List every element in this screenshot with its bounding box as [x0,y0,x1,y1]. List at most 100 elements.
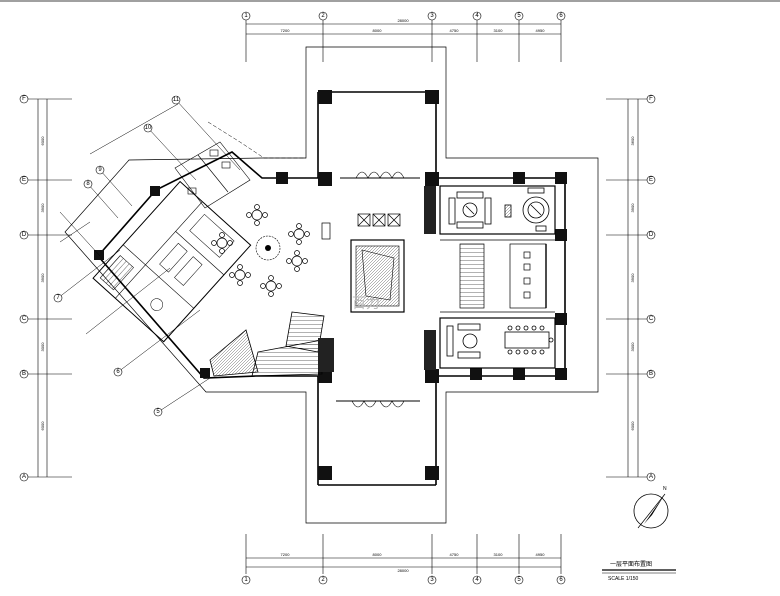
svg-text:5: 5 [517,577,521,583]
top-dimension-chain: 28000 7200 8000 4750 3100 4950 [245,18,562,62]
svg-text:5: 5 [156,409,160,415]
bottom-dim-3: 4750 [450,552,460,557]
axis-bubble-bottom-6: 6 [556,575,566,585]
svg-text:2: 2 [321,577,325,583]
bottom-dimension-chain: 7200 8000 4750 3100 4950 28000 [245,534,562,574]
svg-text:B: B [22,371,26,377]
axis-bubble-top-1: 1 [241,11,251,21]
svg-text:3600: 3600 [630,136,635,146]
svg-text:4: 4 [475,13,479,19]
axis-bubble-diag-7: 7 [53,293,63,303]
axis-bubble-top-4: 4 [472,11,482,21]
dashed-canopy-line [207,121,306,159]
middle-right-hall [440,239,555,313]
axis-bubble-right-E: E [646,175,656,185]
top-dim-2: 8000 [373,28,383,33]
axis-bubble-right-F: F [646,94,656,104]
axis-bubble-bottom-1: 1 [241,575,251,585]
site-outline [64,46,599,524]
right-dimension-chain: 3600 3900 3900 3000 6000 [606,98,650,478]
bottom-total-dimension: 28000 [397,568,409,573]
axis-bubble-top-5: 5 [514,11,524,21]
vip-reception-room [439,185,556,235]
axis-bubble-diag-11: 11 [171,95,181,105]
lounge-seating [211,204,310,297]
top-dim-4: 3100 [494,28,504,33]
top-dim-1: 7200 [281,28,291,33]
axis-bubble-bottom-2: 2 [318,575,328,585]
axis-bubble-bottom-3: 3 [427,575,437,585]
right-axis-bubbles: F E D C B A [646,94,656,482]
axis-bubble-right-A: A [646,472,656,482]
svg-text:3000: 3000 [40,342,45,352]
svg-text:D: D [22,232,27,238]
svg-text:3900: 3900 [630,273,635,283]
axis-bubble-top-6: 6 [556,11,566,21]
svg-text:C: C [22,316,27,322]
svg-text:4: 4 [475,577,479,583]
axis-bubble-right-C: C [646,314,656,324]
svg-text:C: C [649,316,654,322]
top-axis-bubbles: 1 2 3 4 5 6 [241,11,566,21]
diagonal-axis-bubbles: 11 10 9 8 7 6 5 [53,95,181,417]
svg-text:E: E [22,177,26,183]
axis-bubble-left-B: B [19,369,29,379]
top-dim-5: 4950 [536,28,546,33]
svg-text:6000: 6000 [40,136,45,146]
axis-bubble-top-2: 2 [318,11,328,21]
top-total-dimension: 28000 [397,18,409,23]
axis-bubble-right-B: B [646,369,656,379]
bottom-dim-1: 7200 [281,552,291,557]
left-wing-rooms [92,180,252,343]
staircase [209,311,325,377]
svg-text:7: 7 [56,295,60,301]
axis-bubble-bottom-5: 5 [514,575,524,585]
conference-room [439,317,556,369]
svg-text:6000: 6000 [40,421,45,431]
north-label: N [663,486,667,492]
main-walls [96,91,566,486]
axis-bubble-left-D: D [19,230,29,240]
svg-text:6: 6 [559,577,563,583]
svg-text:6: 6 [559,13,563,19]
bottom-dim-2: 8000 [373,552,383,557]
svg-text:1: 1 [244,13,248,19]
watermark-text: 百力 [352,295,380,311]
left-axis-bubbles: F E D C B A [19,94,29,482]
north-arrow: N [633,486,669,529]
axis-bubble-diag-5: 5 [153,407,163,417]
svg-text:8: 8 [86,181,90,187]
svg-text:6000: 6000 [630,421,635,431]
axis-bubble-bottom-4: 4 [472,575,482,585]
drawing-scale: SCALE 1/150 [608,576,639,582]
entrance-doors [336,171,420,408]
svg-text:6: 6 [116,369,120,375]
svg-text:D: D [649,232,654,238]
structural-columns [94,90,567,480]
axis-bubble-left-E: E [19,175,29,185]
axis-bubble-left-C: C [19,314,29,324]
central-feature-wall [350,239,405,313]
title-block: 一层平面布置图 SCALE 1/150 [602,560,676,582]
axis-bubble-diag-10: 10 [143,123,153,133]
central-planter [255,235,281,261]
svg-text:11: 11 [173,97,180,103]
svg-text:9: 9 [98,167,102,173]
svg-text:F: F [22,96,26,102]
svg-text:B: B [649,371,653,377]
bottom-dim-4: 3100 [494,552,504,557]
axis-bubble-right-D: D [646,230,656,240]
svg-text:5: 5 [517,13,521,19]
axis-bubble-diag-8: 8 [83,179,93,189]
top-dim-3: 4750 [450,28,460,33]
svg-text:3: 3 [430,13,434,19]
axis-bubble-diag-9: 9 [95,165,105,175]
svg-text:3: 3 [430,577,434,583]
drawing-title: 一层平面布置图 [610,560,652,568]
axis-bubble-left-A: A [19,472,29,482]
svg-text:3900: 3900 [630,203,635,213]
display-cabinets [321,213,401,240]
svg-text:3000: 3000 [630,342,635,352]
axis-bubble-left-F: F [19,94,29,104]
